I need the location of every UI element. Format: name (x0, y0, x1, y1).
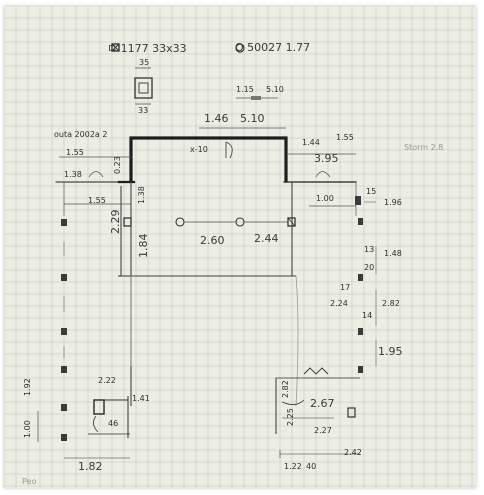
left-dim-3: 0.23 (113, 156, 122, 174)
lower-left-fixture (37, 396, 130, 459)
column-detail (134, 67, 153, 105)
lower-left-dim-b: 1.41 (132, 394, 150, 403)
column-span-b: 2.44 (254, 232, 279, 245)
vertical-dim-1: 2.29 (109, 209, 122, 235)
right-dim-3: 3.95 (314, 152, 339, 165)
right-dim-2: 1.55 (336, 133, 354, 142)
vertical-dim-2: 1.84 (137, 233, 150, 259)
lower-hall-edges (130, 275, 299, 407)
top-dim-b: 5.10 (266, 85, 284, 94)
left-dim-2: 1.55 (88, 196, 106, 205)
lower-left-dim-c: 1.00 (23, 420, 32, 438)
left-dim-1: 1.55 (66, 148, 84, 157)
right-tiny-5: 14 (362, 311, 373, 320)
lower-right-dim-e: 2.42 (344, 448, 362, 457)
left-dim-5: 1.38 (64, 170, 82, 179)
square-column-symbol-icon (111, 43, 120, 52)
legend-circle-label: O 50027 1.77 (235, 41, 311, 54)
right-vertical-dimensions (364, 201, 377, 366)
window-symbol-icon (236, 96, 278, 100)
lower-left-dim-a: 2.22 (98, 376, 116, 385)
right-vertical-2: 2.24 (330, 299, 348, 308)
lower-right-dim-a: 2.67 (310, 397, 335, 410)
lower-right-dim-c: 2.25 (286, 408, 295, 426)
right-tiny-4: 17 (340, 283, 351, 292)
right-vertical-1: 1.48 (384, 249, 402, 258)
right-dim-4: 1.00 (316, 194, 334, 203)
lower-right-dim-f: 40 (306, 462, 317, 471)
entrance-tag: x-10 (190, 145, 208, 154)
left-column-markers (61, 219, 67, 441)
margin-scribble: Peo (22, 477, 37, 486)
lower-left-dim-d: 1.92 (23, 378, 32, 396)
entrance-width-b: 5.10 (240, 112, 265, 125)
right-tiny-1: 15 (366, 187, 377, 196)
right-side-note: Storm 2.8 (404, 143, 444, 152)
circle-column-symbol-icon (235, 43, 245, 53)
lower-right-dim-g: 2.82 (281, 380, 290, 398)
column-size-top: 35 (139, 58, 150, 67)
lower-right-dim-b: 2.27 (314, 426, 332, 435)
right-vertical-4: 1.95 (378, 345, 403, 358)
entrance-wall (55, 136, 357, 184)
lower-right-fixture (275, 367, 360, 458)
graph-paper-sheet: ㅁ 1177 33x33 O 50027 1.77 35 33 1.15 5.1… (4, 6, 476, 488)
lower-left-dim-f: 1.82 (78, 460, 103, 473)
lower-left-dim-e: 46 (108, 419, 119, 428)
span-columns (123, 217, 296, 227)
right-column-markers (355, 196, 363, 373)
right-tiny-2: 13 (364, 245, 375, 254)
main-room-outline (118, 182, 296, 406)
top-dim-a: 1.15 (236, 85, 254, 94)
column-size-bottom: 33 (138, 106, 149, 115)
column-span-a: 2.60 (200, 234, 225, 247)
entrance-width-a: 1.46 (204, 112, 229, 125)
right-tiny-3: 20 (364, 263, 375, 272)
legend-square-label: ㅁ 1177 33x33 (107, 42, 187, 55)
right-dim-1: 1.44 (302, 138, 320, 147)
left-dim-4: 1.38 (137, 186, 146, 204)
left-header-note: outa 2002a 2 (54, 130, 108, 139)
right-vertical-3: 2.82 (382, 299, 400, 308)
floor-plan-drawing (37, 43, 377, 459)
right-dim-5: 1.96 (384, 198, 402, 207)
lower-right-dim-d: 1.22 (284, 462, 302, 471)
